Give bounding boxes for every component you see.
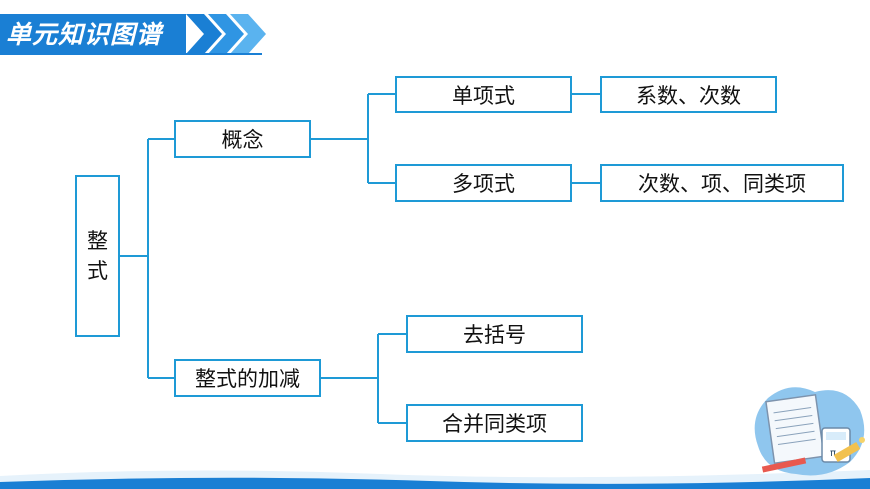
header-underline [0,53,262,55]
node-polynomial-detail-label: 次数、项、同类项 [638,172,806,196]
node-monomial-label: 单项式 [452,83,515,108]
node-add-sub-label: 整式的加减 [195,367,300,391]
node-add-sub: 整式的加减 [174,359,321,397]
svg-text:π: π [830,448,836,459]
node-monomial-detail: 系数、次数 [600,76,777,113]
node-root: 整 式 [75,175,120,337]
node-polynomial: 多项式 [395,164,572,202]
node-remove-brackets-label: 去括号 [463,323,526,347]
header-banner [0,14,186,54]
node-concept: 概念 [174,120,311,158]
node-concept-label: 概念 [221,128,264,152]
node-root-char-1: 整 [87,229,108,253]
header-chevrons-icon [186,14,266,54]
node-combine-like-terms-label: 合并同类项 [442,412,547,436]
node-monomial-detail-label: 系数、次数 [636,83,741,108]
node-root-char-2: 式 [87,259,108,283]
page-title: 单元知识图谱 [6,20,163,49]
node-polynomial-label: 多项式 [452,172,515,196]
node-combine-like-terms: 合并同类项 [406,404,583,442]
node-polynomial-detail: 次数、项、同类项 [600,164,844,202]
node-monomial: 单项式 [395,76,572,113]
node-remove-brackets: 去括号 [406,315,583,353]
